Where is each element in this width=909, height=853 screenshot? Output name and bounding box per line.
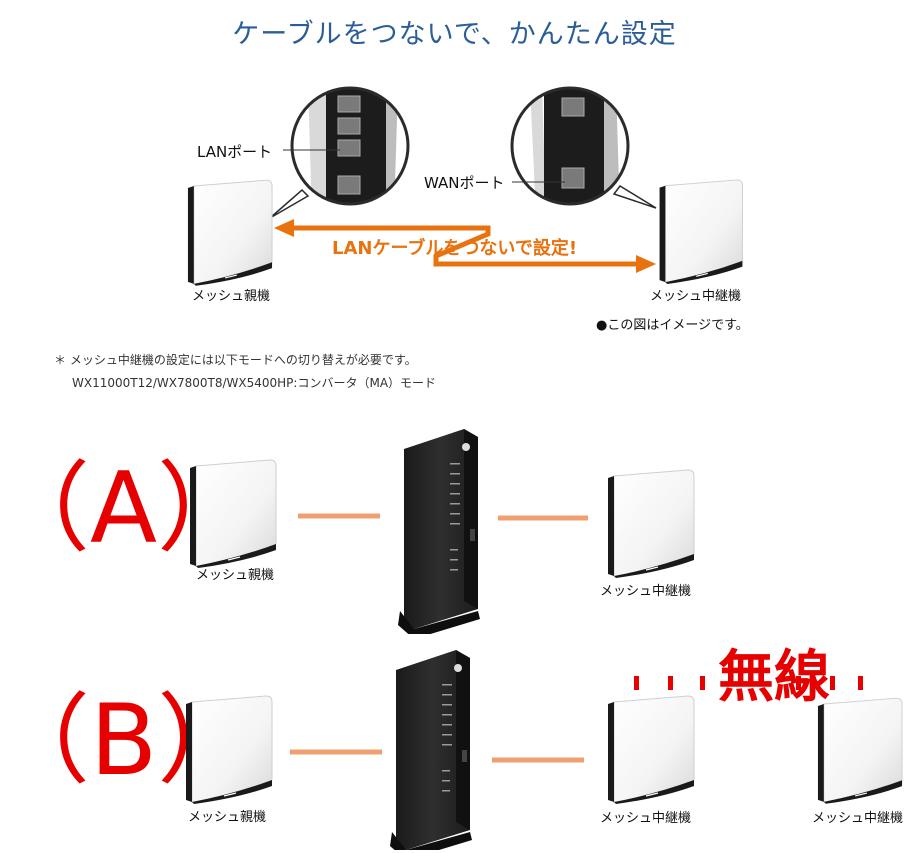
mode-note: ＊ メッシュ中継機の設定には以下モードへの切り替えが必要です。	[54, 353, 417, 367]
repeater-label: メッシュ中継機	[650, 289, 742, 304]
port-leader-lines	[283, 149, 565, 183]
image-note: ●この図はイメージです。	[596, 318, 749, 333]
wan-port-label: WANポート	[424, 174, 505, 192]
parent-label-b: メッシュ親機	[188, 810, 267, 825]
repeater-label-b: メッシュ中継機	[600, 811, 692, 826]
parent-label-a: メッシュ親機	[196, 568, 275, 583]
mode-note-models: WX11000T12/WX7800T8/WX5400HP:コンバータ（MA）モー…	[72, 376, 437, 390]
lan-port-zoom-illustration	[269, 86, 410, 219]
wan-port-zoom-illustration	[510, 86, 657, 209]
lan-port-label: LANポート	[197, 143, 273, 161]
repeater-label-a: メッシュ中継機	[600, 584, 692, 599]
parent-label: メッシュ親機	[192, 289, 271, 304]
page-title: ケーブルをつないで、かんたん設定	[232, 19, 677, 50]
lan-cable-arrow	[274, 219, 656, 273]
cable-instruction: LANケーブルをつないで設定!	[332, 238, 578, 259]
wireless-label: 無線	[718, 645, 830, 710]
repeater-label-b2: メッシュ中継機	[812, 811, 904, 826]
